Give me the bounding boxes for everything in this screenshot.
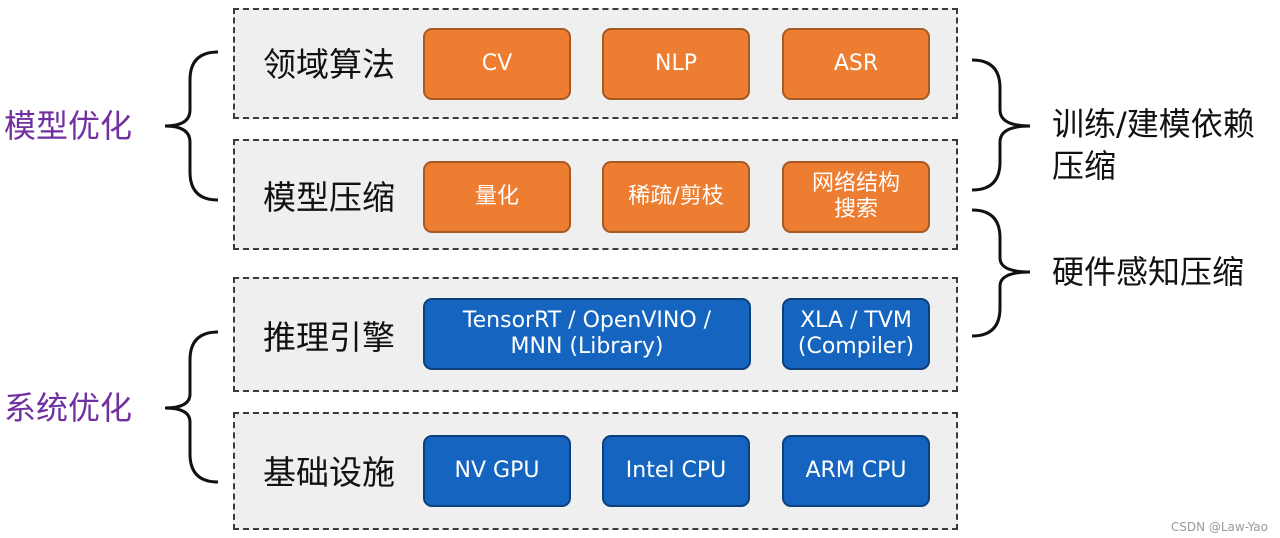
box-nv-gpu: NV GPU (423, 435, 571, 507)
label-system-optimization: 系统优化 (4, 389, 133, 427)
watermark: CSDN @Law-Yao (1170, 520, 1268, 534)
layer-inference-engine: 推理引擎 TensorRT / OpenVINO / MNN (Library)… (233, 277, 958, 392)
box-arm-cpu: ARM CPU (782, 435, 930, 507)
layer-label: 推理引擎 (263, 318, 395, 357)
box-cv: CV (423, 28, 571, 100)
layer-label: 模型压缩 (263, 178, 395, 217)
layer-model-compression: 模型压缩 量化 稀疏/剪枝 网络结构 搜索 (233, 139, 958, 250)
box-intel-cpu: Intel CPU (602, 435, 750, 507)
label-model-optimization: 模型优化 (4, 107, 133, 145)
box-quantization: 量化 (423, 161, 571, 233)
layer-infrastructure: 基础设施 NV GPU Intel CPU ARM CPU (233, 412, 958, 530)
layer-label: 领域算法 (263, 45, 395, 84)
layer-domain-algorithms: 领域算法 CV NLP ASR (233, 8, 958, 119)
left-bracket-system (164, 330, 219, 484)
box-nas: 网络结构 搜索 (782, 161, 930, 233)
right-bracket-training (971, 58, 1031, 192)
layer-label: 基础设施 (263, 453, 395, 492)
box-library: TensorRT / OpenVINO / MNN (Library) (423, 298, 751, 370)
box-compiler: XLA / TVM (Compiler) (782, 298, 930, 370)
left-bracket-model (164, 50, 219, 202)
box-sparsity-pruning: 稀疏/剪枝 (602, 161, 750, 233)
box-asr: ASR (782, 28, 930, 100)
box-nlp: NLP (602, 28, 750, 100)
label-training-dependent-compression: 训练/建模依赖 压缩 (1052, 105, 1255, 185)
label-hardware-aware-compression: 硬件感知压缩 (1052, 253, 1245, 291)
right-bracket-hardware (971, 208, 1031, 338)
